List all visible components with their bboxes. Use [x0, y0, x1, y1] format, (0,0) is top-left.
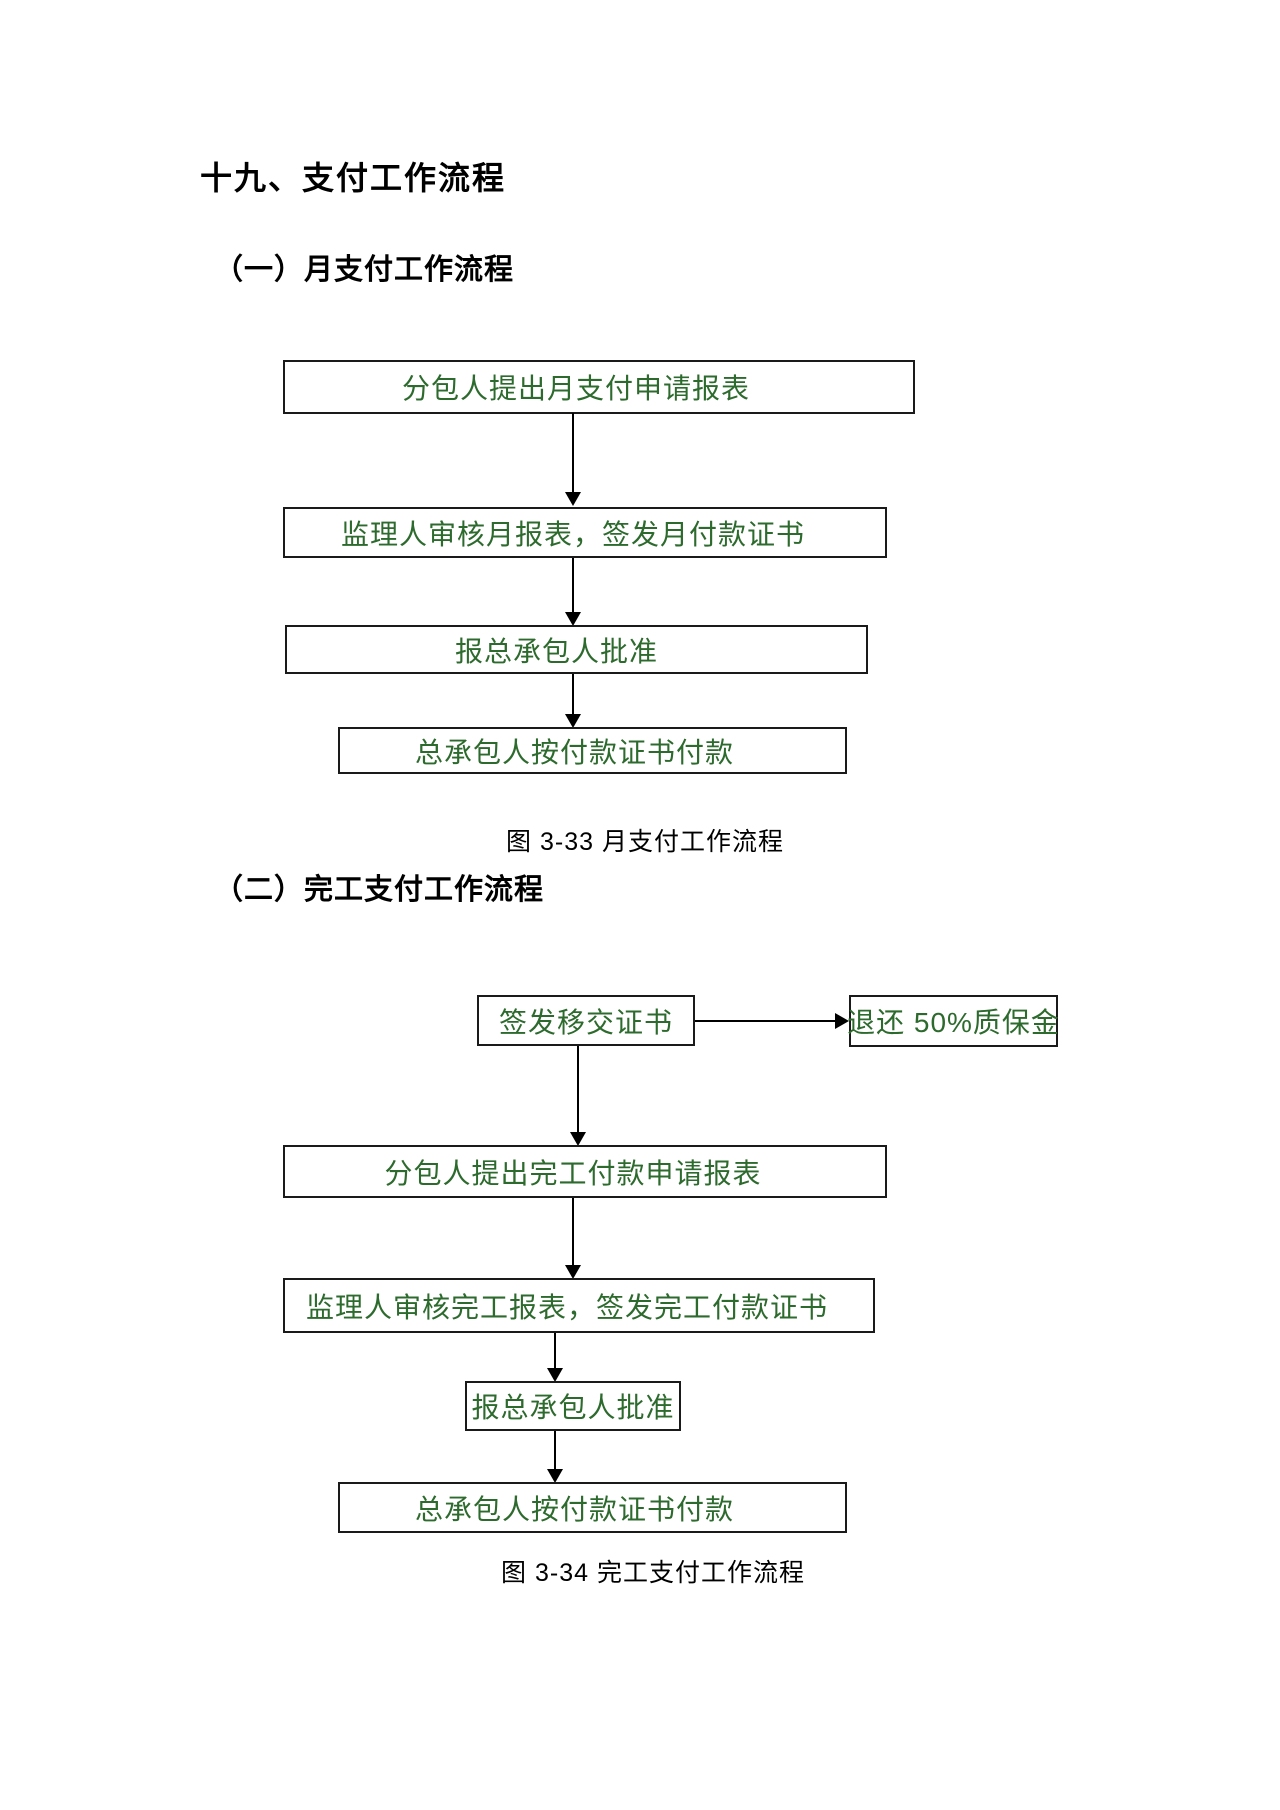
figure-1-caption: 图 3-33 月支付工作流程 [506, 828, 784, 856]
page-title: 十九、支付工作流程 [200, 160, 507, 196]
flow1-step-box-2: 监理人审核月报表，签发月付款证书 [283, 507, 887, 558]
section-1-heading: （一）月支付工作流程 [214, 254, 515, 286]
flow2-step-box-4: 报总承包人批准 [465, 1381, 681, 1431]
flow1-step-label-2: 监理人审核月报表，签发月付款证书 [340, 518, 805, 550]
flow2-step-label-2: 分包人提出完工付款申请报表 [384, 1157, 762, 1189]
arrow-down-icon [565, 413, 581, 506]
flow2-step-label-1: 签发移交证书 [498, 1006, 673, 1038]
flow2-step-label-4: 报总承包人批准 [471, 1392, 675, 1423]
flow2-branch-box: 退还 50%质保金 [847, 995, 1060, 1047]
flow2-step-box-2: 分包人提出完工付款申请报表 [283, 1145, 887, 1198]
arrow-down-icon [565, 674, 581, 728]
flow1-step-box-1: 分包人提出月支付申请报表 [283, 360, 915, 414]
flow1-step-box-3: 报总承包人批准 [285, 625, 868, 674]
arrow-down-icon [570, 1046, 586, 1146]
arrow-right-icon [695, 1013, 849, 1029]
flow2-step-box-5: 总承包人按付款证书付款 [338, 1482, 847, 1533]
flow2-branch-label: 退还 50%质保金 [847, 1007, 1060, 1038]
section-2-heading: （二）完工支付工作流程 [214, 874, 545, 906]
flow1-step-label-1: 分包人提出月支付申请报表 [401, 373, 750, 404]
flow2-step-label-5: 总承包人按付款证书付款 [414, 1493, 734, 1525]
arrow-down-icon [547, 1431, 563, 1483]
flow1-step-box-4: 总承包人按付款证书付款 [338, 727, 847, 774]
arrow-down-icon [547, 1333, 563, 1382]
arrow-down-icon [565, 1198, 581, 1279]
flow2-step-label-3: 监理人审核完工报表，签发完工付款证书 [305, 1291, 828, 1323]
flow1-step-label-4: 总承包人按付款证书付款 [414, 736, 734, 768]
flow1-step-label-3: 报总承包人批准 [454, 635, 658, 667]
arrow-down-icon [565, 558, 581, 626]
flow2-step-box-3: 监理人审核完工报表，签发完工付款证书 [283, 1278, 875, 1333]
flow2-step-box-1: 签发移交证书 [477, 995, 695, 1046]
figure-2-caption: 图 3-34 完工支付工作流程 [501, 1559, 805, 1587]
